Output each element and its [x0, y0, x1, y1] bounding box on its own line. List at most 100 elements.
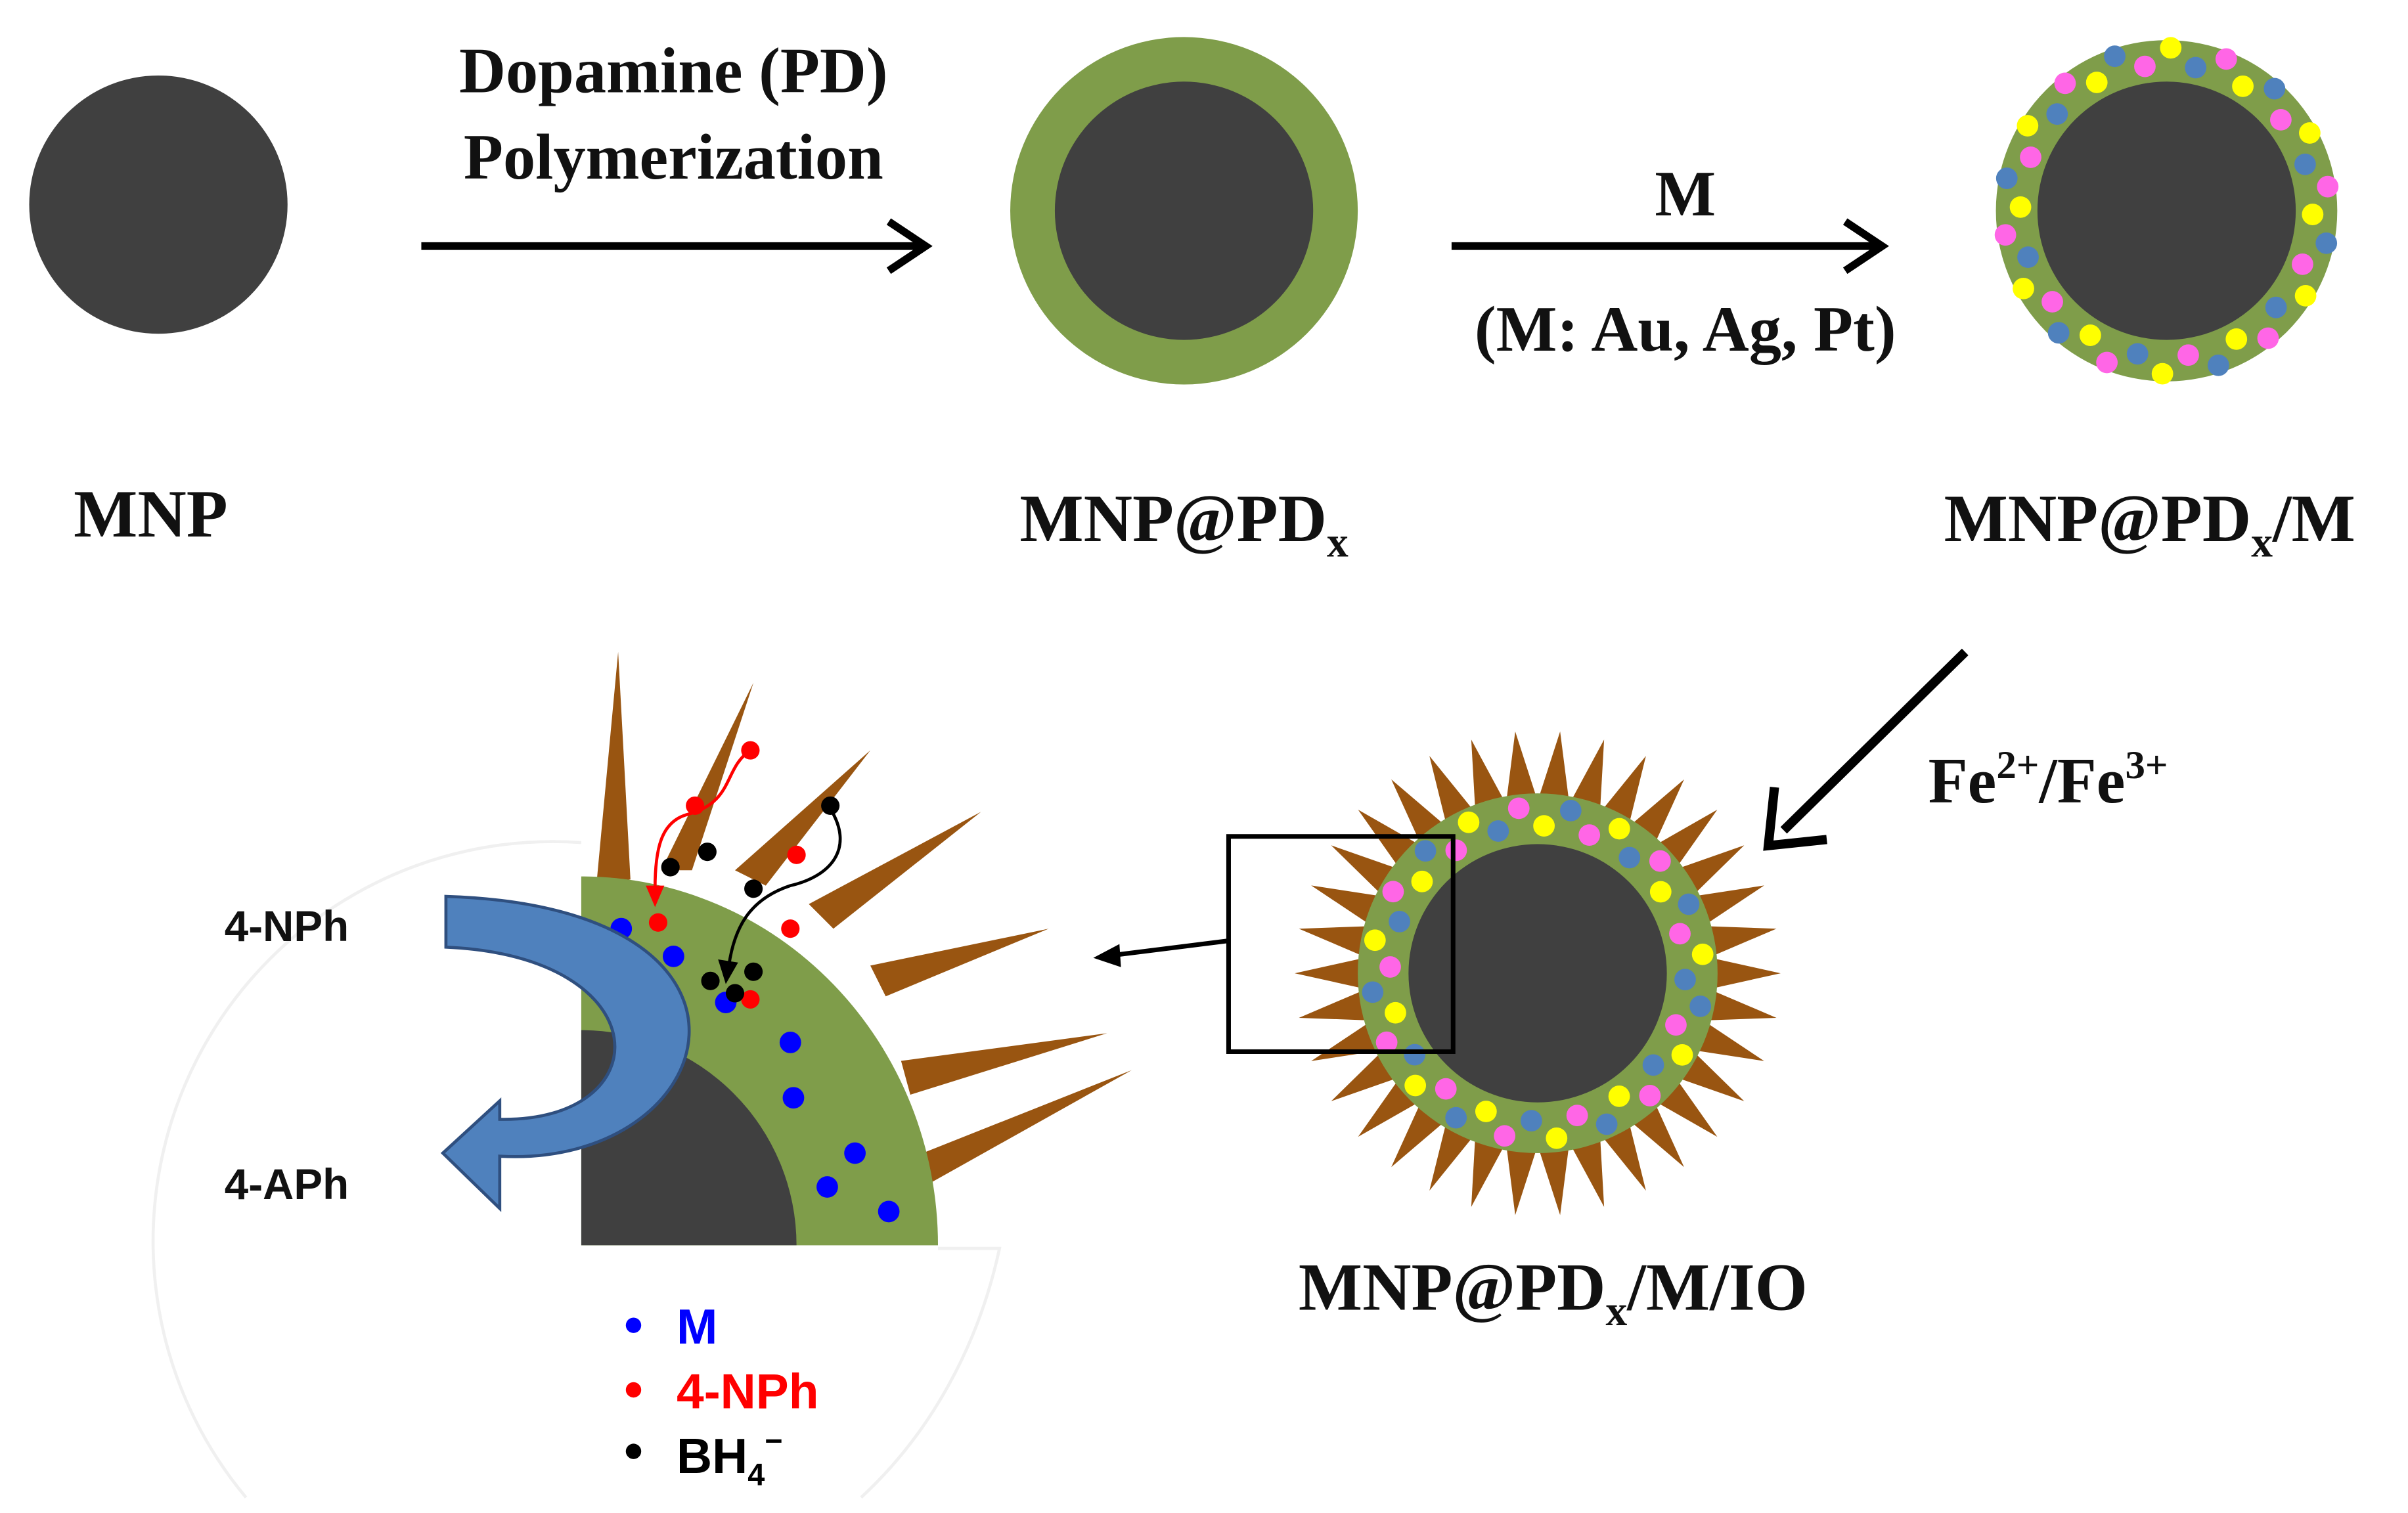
shell-particle: [1618, 846, 1641, 869]
bh4-ion: [821, 796, 840, 815]
legend-marker-bh4: [625, 1443, 642, 1459]
shell-particle: [1404, 1043, 1426, 1066]
inset-spike: [596, 651, 631, 883]
bh4-ion: [744, 879, 763, 898]
mnp-pd-core: [1054, 81, 1314, 340]
io-spike: [1311, 885, 1384, 927]
bh4-ion: [725, 984, 745, 1003]
shell-particle: [2096, 351, 2118, 374]
io-spike: [1537, 1142, 1570, 1216]
shell-particle: [1435, 1078, 1457, 1100]
shell-particle: [2185, 56, 2207, 79]
conversion-arrow: [440, 894, 691, 1212]
inset-core: [581, 1030, 797, 1246]
step3-label: Fe2+/Fe3+: [1929, 743, 2168, 817]
step1-label-line1: Dopamine (PD): [459, 35, 888, 107]
inset-spike: [901, 1033, 1107, 1095]
mnp-pd-label-sub: x: [1327, 519, 1349, 567]
inset-species: [610, 741, 900, 1223]
shell-particle: [1362, 981, 1384, 1003]
io-core: [1408, 844, 1667, 1103]
shell-particle: [1578, 824, 1601, 846]
mnp-pd-label: MNP@PDx: [1019, 481, 1349, 566]
legend-marker-m: [625, 1317, 642, 1333]
shell-particle: [1559, 800, 1582, 822]
io-spike: [1429, 1119, 1476, 1191]
inset-spike: [922, 1070, 1132, 1184]
shell-particle: [2104, 45, 2126, 68]
shell-particle: [2257, 327, 2279, 349]
io-spike: [1505, 731, 1538, 804]
shell-particle: [1546, 1127, 1568, 1149]
io-label-base: MNP@PD: [1299, 1250, 1606, 1325]
io-label: MNP@PDx/M/IO: [1299, 1250, 1808, 1335]
io-spike: [1299, 989, 1372, 1020]
shell-particle: [1445, 839, 1467, 862]
shell-particle: [2294, 153, 2316, 175]
shell-particle: [2134, 55, 2156, 77]
shell-particle: [1521, 1110, 1542, 1131]
step3-label-sup2: 3+: [2125, 743, 2168, 787]
legend-label-bh4-sup: −: [765, 1424, 782, 1458]
mnp-pd-label-base: MNP@PD: [1019, 481, 1327, 556]
shell-particle: [2020, 146, 2041, 168]
shell-particle: [1639, 1085, 1661, 1107]
io-spike: [1295, 957, 1366, 990]
shell-particle: [2215, 48, 2237, 70]
nph-molecule: [781, 919, 800, 938]
shell-particle: [1689, 996, 1712, 1017]
bh4-ion: [698, 843, 717, 862]
bh4-ion: [744, 962, 763, 981]
bh4-path: [727, 808, 842, 966]
io-spike: [1537, 731, 1570, 804]
shell-particle: [1375, 1031, 1398, 1053]
step1-label-line2: Polymerization: [464, 121, 883, 193]
shell-particle: [2160, 37, 2182, 59]
legend-marker-nph: [625, 1382, 642, 1398]
mnp-pd-m-label-tail: /M: [2272, 481, 2355, 556]
io-label-tail: /M/IO: [1626, 1250, 1808, 1325]
inset-spike: [734, 750, 871, 886]
mnp-pd-m-particles: [1994, 37, 2339, 385]
shell-particle: [2041, 291, 2063, 313]
step1-arrow: [421, 218, 933, 274]
io-spike: [1299, 926, 1372, 957]
shell-particle: [1379, 956, 1401, 978]
legend-label-bh4-sub: 4: [747, 1458, 765, 1492]
shell-particle: [2265, 296, 2287, 318]
inset-backdrop-arc-right: [860, 1246, 1002, 1499]
shell-particle: [1671, 1044, 1693, 1066]
shell-particle: [1414, 840, 1437, 862]
shell-particle: [2079, 324, 2101, 346]
legend-label-nph: 4-NPh: [677, 1364, 818, 1419]
shell-particle: [1996, 167, 2018, 189]
io-spike: [1429, 756, 1476, 827]
shell-particle: [1445, 1107, 1467, 1129]
shell-particle: [1994, 224, 2017, 246]
shell-particle: [2232, 75, 2254, 97]
step3-label-fe1: Fe: [1929, 745, 1997, 817]
step3-label-sup1: 2+: [1996, 743, 2039, 787]
nph-path: [653, 749, 751, 889]
nph-path-head: [646, 885, 665, 908]
shell-particle: [2046, 103, 2068, 125]
zoom-box: [1226, 834, 1456, 1054]
shell-particle: [2315, 232, 2338, 254]
shell-particle: [1475, 1101, 1497, 1122]
shell-particle: [2302, 204, 2324, 225]
shell-particle: [2013, 278, 2034, 299]
mnp-label: MNP: [74, 477, 228, 552]
step3-label-mid: /Fe: [2038, 745, 2125, 817]
shell-particle: [1385, 1001, 1406, 1024]
io-spike: [1703, 926, 1777, 957]
shell-particle: [2017, 115, 2039, 137]
shell-particle: [2047, 322, 2070, 344]
shell-particle: [2294, 285, 2317, 307]
metal-particle: [816, 1176, 838, 1198]
bh4-ion: [701, 971, 720, 990]
shell-particle: [2126, 343, 2149, 365]
shell-particle: [1608, 1085, 1630, 1107]
shell-particle: [1674, 969, 1696, 991]
shell-particle: [1678, 893, 1700, 915]
